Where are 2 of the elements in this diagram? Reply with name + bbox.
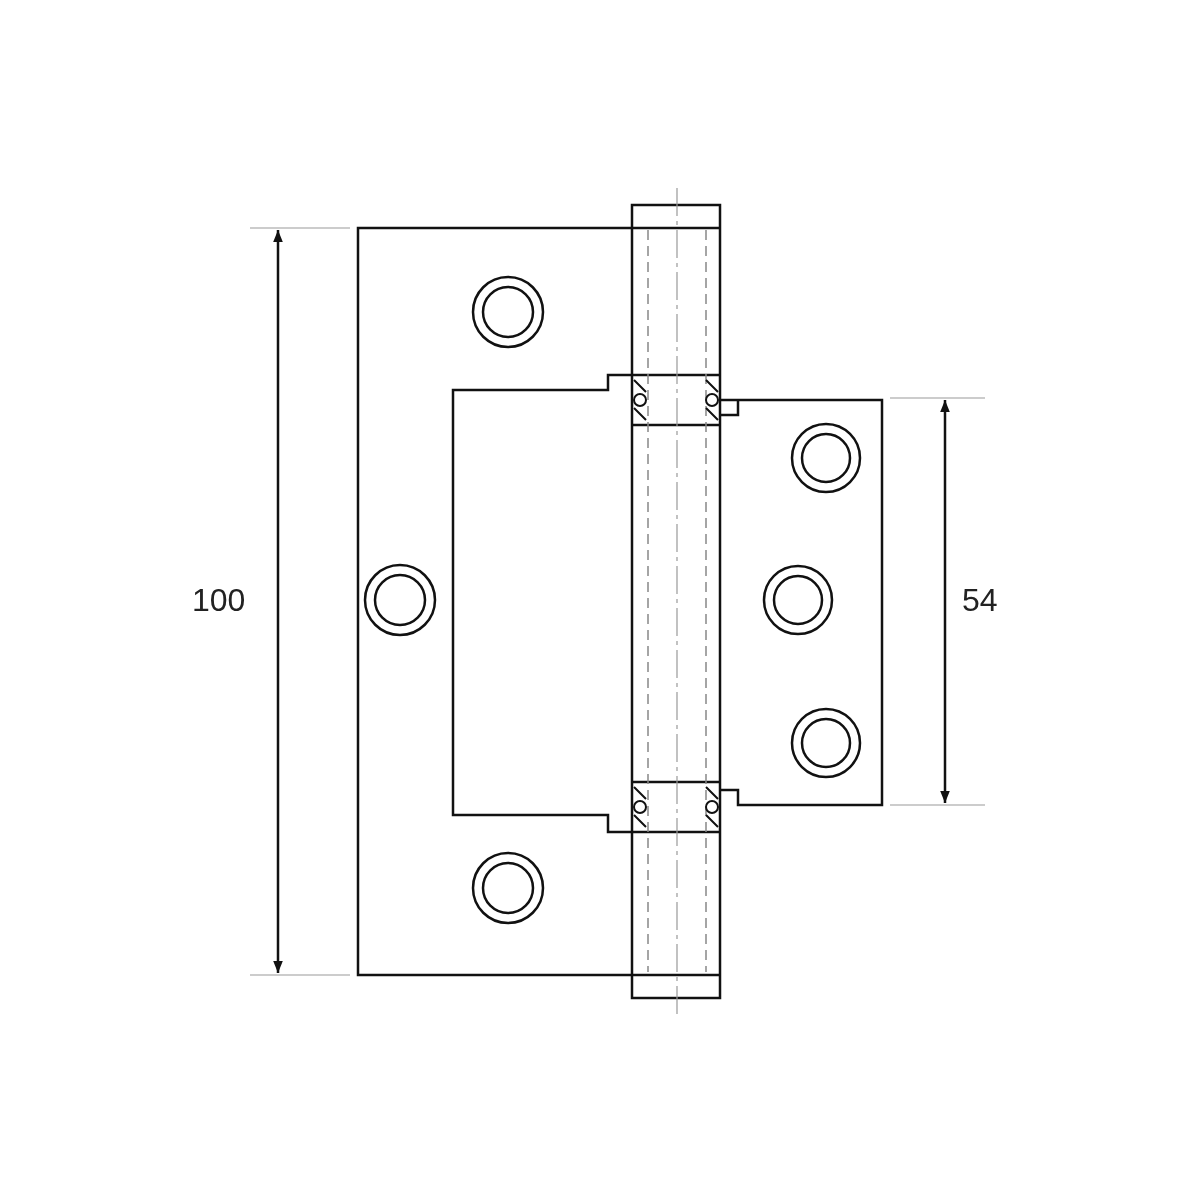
dimension-value: 54 <box>962 584 998 616</box>
dimension-value: 100 <box>192 584 246 616</box>
